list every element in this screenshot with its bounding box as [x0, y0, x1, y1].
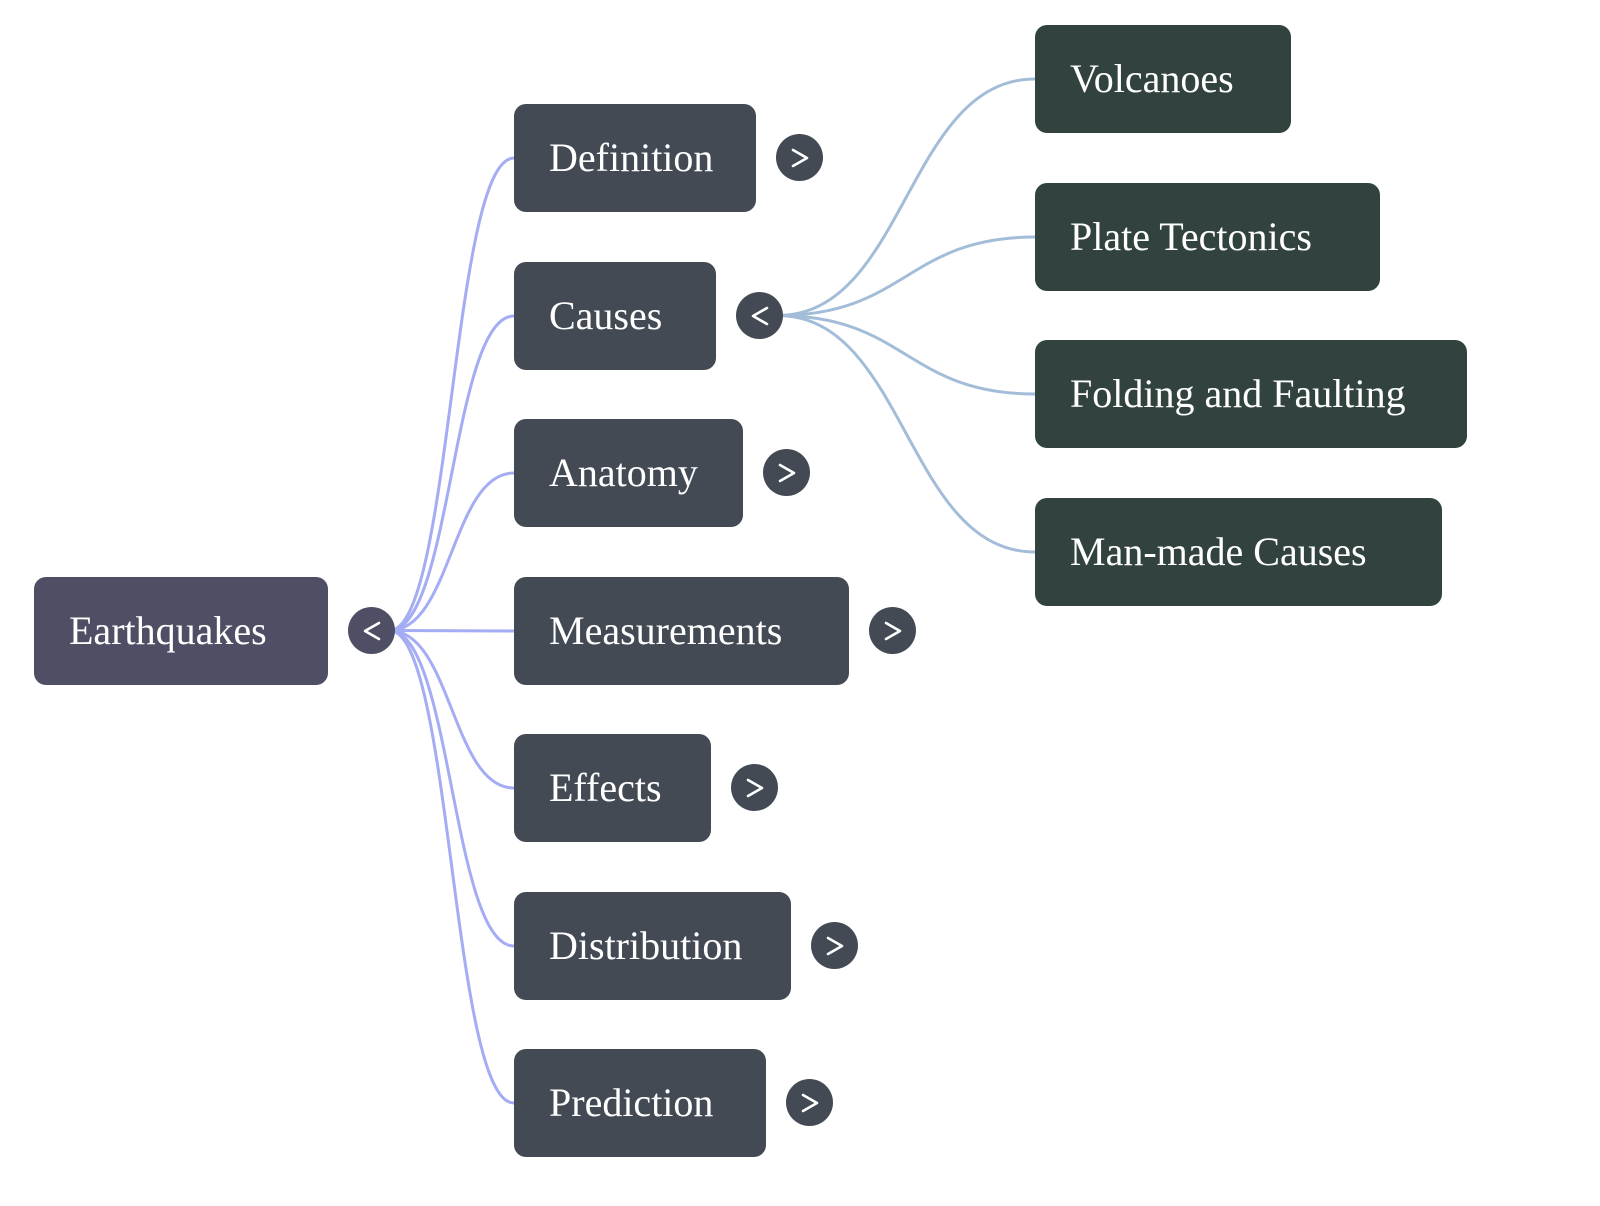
edge-earthquakes-distribution	[389, 629, 515, 948]
prediction-expand-toggle[interactable]	[786, 1079, 833, 1126]
chevron-left-icon	[751, 306, 768, 325]
chevron-right-icon	[778, 463, 795, 482]
edge-earthquakes-anatomy	[389, 471, 515, 632]
edge-earthquakes-prediction	[389, 629, 515, 1105]
branch-node-causes[interactable]: Causes	[514, 262, 716, 370]
chevron-right-icon	[746, 778, 763, 797]
effects-expand-toggle[interactable]	[731, 764, 778, 811]
root-collapse-toggle[interactable]	[348, 607, 395, 654]
branch-node-measurements[interactable]: Measurements	[514, 577, 849, 685]
branch-node-effects[interactable]: Effects	[514, 734, 711, 842]
edge-earthquakes-effects	[389, 629, 515, 790]
causes-collapse-toggle[interactable]	[736, 292, 783, 339]
chevron-right-icon	[884, 621, 901, 640]
chevron-right-icon	[791, 148, 808, 167]
anatomy-expand-toggle[interactable]	[763, 449, 810, 496]
edge-causes-folding-and-faulting	[777, 314, 1036, 396]
chevron-right-icon	[826, 936, 843, 955]
definition-expand-toggle[interactable]	[776, 134, 823, 181]
leaf-node-folding-and-faulting[interactable]: Folding and Faulting	[1035, 340, 1467, 448]
leaf-node-man-made-causes[interactable]: Man-made Causes	[1035, 498, 1442, 606]
branch-node-definition[interactable]: Definition	[514, 104, 756, 212]
edge-causes-volcanoes	[777, 77, 1036, 317]
branch-node-distribution[interactable]: Distribution	[514, 892, 791, 1000]
edge-causes-plate-tectonics	[777, 235, 1036, 317]
root-node-earthquakes[interactable]: Earthquakes	[34, 577, 328, 685]
edge-earthquakes-causes	[389, 314, 515, 632]
branch-node-prediction[interactable]: Prediction	[514, 1049, 766, 1157]
chevron-right-icon	[801, 1093, 818, 1112]
edge-causes-man-made-causes	[777, 314, 1036, 554]
distribution-expand-toggle[interactable]	[811, 922, 858, 969]
leaf-node-volcanoes[interactable]: Volcanoes	[1035, 25, 1291, 133]
measurements-expand-toggle[interactable]	[869, 607, 916, 654]
leaf-node-plate-tectonics[interactable]: Plate Tectonics	[1035, 183, 1380, 291]
branch-node-anatomy[interactable]: Anatomy	[514, 419, 743, 527]
edge-earthquakes-definition	[389, 156, 515, 632]
edge-earthquakes-measurements	[389, 629, 515, 633]
chevron-left-icon	[363, 621, 380, 640]
